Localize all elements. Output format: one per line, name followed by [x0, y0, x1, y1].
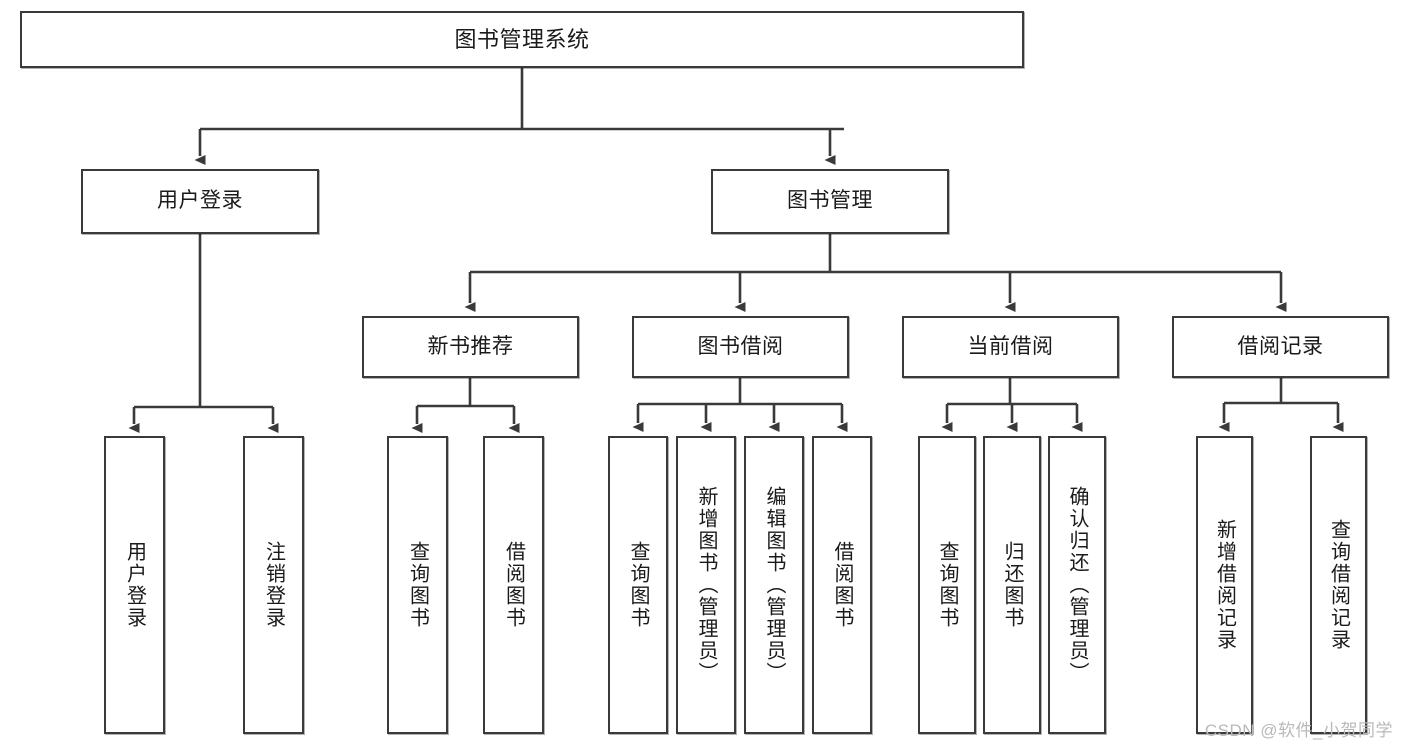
node-leaf-add-record[interactable]: 新增借阅记录 — [1196, 436, 1253, 734]
node-leaf-query-book-cur[interactable]: 查询图书 — [918, 436, 976, 734]
node-new-book-rec[interactable]: 新书推荐 — [362, 316, 579, 378]
node-leaf-query-book-rec[interactable]: 查询图书 — [387, 436, 448, 734]
node-leaf-query-record-label: 查询借阅记录 — [1327, 519, 1350, 651]
edge-group-root-to-l1 — [194, 68, 844, 165]
edge-group-user-login-to-leaves — [128, 234, 279, 433]
node-leaf-query-book-borrow[interactable]: 查询图书 — [608, 436, 668, 734]
node-leaf-return-book-label: 归还图书 — [1001, 541, 1023, 629]
node-current-borrow[interactable]: 当前借阅 — [902, 316, 1119, 378]
node-user-login-label: 用户登录 — [157, 189, 243, 213]
node-leaf-user-login[interactable]: 用户登录 — [104, 436, 165, 734]
node-leaf-borrow-book[interactable]: 借阅图书 — [812, 436, 872, 734]
node-leaf-borrow-book-rec[interactable]: 借阅图书 — [483, 436, 544, 734]
node-user-login[interactable]: 用户登录 — [81, 169, 319, 234]
node-leaf-borrow-book-rec-label: 借阅图书 — [502, 541, 525, 629]
edge-group-current-borrow-to-leaves — [941, 378, 1083, 432]
node-leaf-query-book-rec-label: 查询图书 — [406, 541, 429, 629]
node-leaf-add-record-label: 新增借阅记录 — [1213, 519, 1236, 651]
node-leaf-query-book-cur-label: 查询图书 — [936, 541, 958, 629]
node-leaf-query-record[interactable]: 查询借阅记录 — [1310, 436, 1367, 734]
node-leaf-edit-book-label: 编辑图书（管理员） — [763, 486, 785, 684]
node-borrow-record-label: 借阅记录 — [1237, 334, 1324, 358]
node-book-manage-label: 图书管理 — [787, 189, 873, 213]
node-leaf-logout-label: 注销登录 — [262, 541, 285, 629]
node-root[interactable]: 图书管理系统 — [20, 11, 1024, 68]
node-leaf-add-book[interactable]: 新增图书（管理员） — [676, 436, 736, 734]
node-current-borrow-label: 当前借阅 — [967, 334, 1054, 358]
node-book-borrow[interactable]: 图书借阅 — [632, 316, 849, 378]
node-book-borrow-label: 图书借阅 — [697, 334, 784, 358]
node-leaf-confirm-return[interactable]: 确认归还（管理员） — [1048, 436, 1106, 734]
node-leaf-borrow-book-label: 借阅图书 — [831, 541, 853, 629]
node-borrow-record[interactable]: 借阅记录 — [1172, 316, 1389, 378]
node-book-manage[interactable]: 图书管理 — [711, 169, 949, 234]
edge-group-book-borrow-to-leaves — [632, 378, 848, 432]
node-leaf-logout[interactable]: 注销登录 — [243, 436, 304, 734]
node-new-book-rec-label: 新书推荐 — [427, 334, 514, 358]
node-leaf-user-login-label: 用户登录 — [123, 541, 146, 629]
node-leaf-edit-book[interactable]: 编辑图书（管理员） — [744, 436, 804, 734]
node-leaf-confirm-return-label: 确认归还（管理员） — [1066, 486, 1088, 684]
node-leaf-return-book[interactable]: 归还图书 — [983, 436, 1041, 734]
edge-group-borrow-record-to-leaves — [1218, 378, 1344, 432]
node-root-label: 图书管理系统 — [454, 26, 590, 52]
edge-group-book-manage-to-l2 — [464, 234, 1287, 312]
edge-group-new-book-rec-to-leaves — [411, 378, 520, 433]
node-leaf-query-book-borrow-label: 查询图书 — [627, 541, 649, 629]
node-leaf-add-book-label: 新增图书（管理员） — [695, 486, 717, 684]
